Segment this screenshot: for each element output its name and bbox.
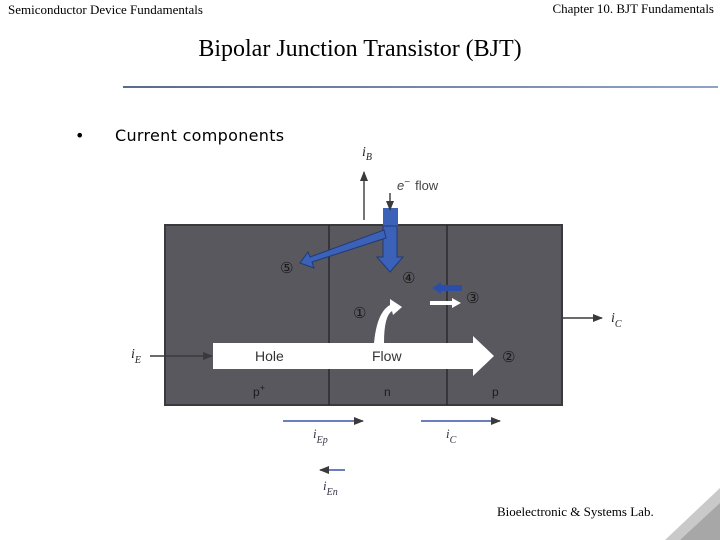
ic2-label: iC <box>446 426 457 446</box>
region-p-plus: p+ <box>253 383 265 399</box>
flow-label: Flow <box>372 348 402 364</box>
eflow-label: e−flow <box>397 177 439 193</box>
title-underline <box>123 86 718 88</box>
marker-5: ⑤ <box>280 259 293 277</box>
header-chapter: Chapter 10. BJT Fundamentals <box>552 1 714 16</box>
ib-label: iB <box>362 145 372 163</box>
bullet-dot: • <box>75 126 85 145</box>
ien-label: iEn <box>323 478 338 498</box>
corner-decoration <box>665 488 720 540</box>
electron-flow-3 <box>432 282 462 294</box>
transistor-body <box>164 224 563 406</box>
ie-label: iE <box>131 347 141 366</box>
hole-label: Hole <box>255 348 284 364</box>
ic-label: iC <box>611 311 622 330</box>
hole-flow-3 <box>430 298 461 308</box>
slide-title: Bipolar Junction Transistor (BJT) <box>198 36 522 62</box>
region-p: p <box>492 385 499 399</box>
region-n: n <box>384 385 391 399</box>
bullet-text: Current components <box>115 126 285 145</box>
footer-lab: Bioelectronic & Systems Lab. <box>497 504 654 519</box>
marker-4: ④ <box>402 269 415 287</box>
marker-2: ② <box>502 348 515 366</box>
marker-1: ① <box>353 304 366 322</box>
header-course: Semiconductor Device Fundamentals <box>8 2 203 17</box>
recombination-arrow-1 <box>374 299 402 343</box>
electron-flow-5 <box>299 229 387 269</box>
hole-flow-arrow-2 <box>213 336 494 376</box>
base-contact <box>383 208 398 228</box>
marker-3: ③ <box>466 289 479 307</box>
iep-label: iEp <box>313 426 328 446</box>
